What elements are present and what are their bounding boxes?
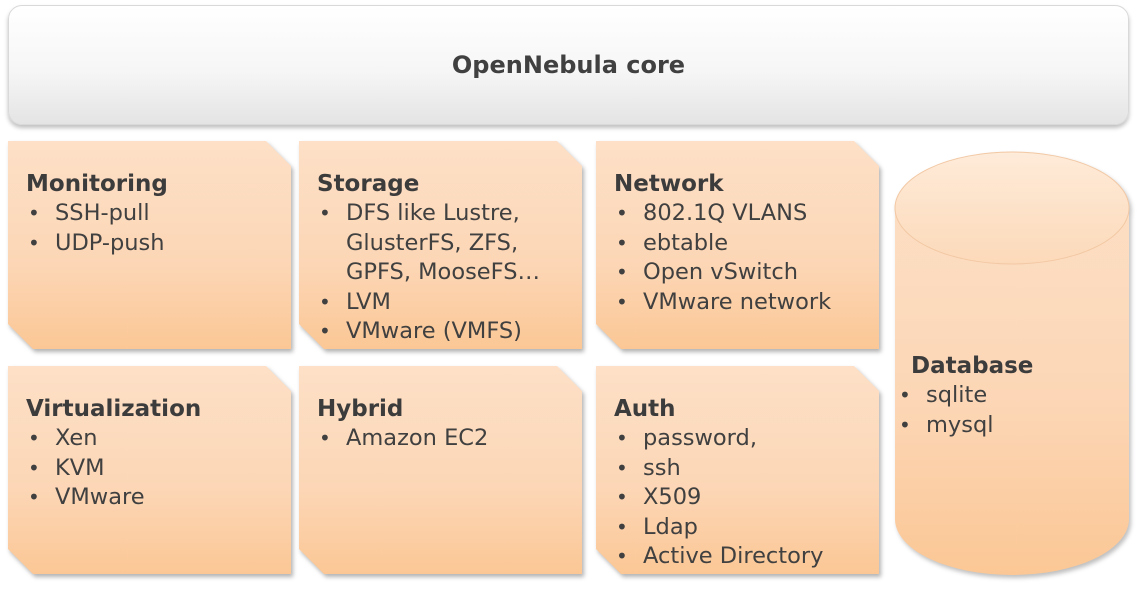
list-item: Ldap (614, 513, 873, 543)
module-title: Network (614, 171, 724, 197)
database-title: Database (911, 353, 1034, 379)
list-item-continuation: GlusterFS, ZFS, (346, 229, 519, 256)
module-title: Virtualization (26, 396, 202, 422)
list-item: KVM (26, 454, 285, 484)
list-item: VMware (26, 483, 285, 513)
module-item-list: 802.1Q VLANS ebtable Open vSwitch VMware… (614, 199, 873, 317)
list-item: SSH-pull (26, 199, 285, 229)
module-title: Hybrid (317, 396, 404, 422)
list-item: password, (614, 424, 873, 454)
database-cylinder: Database sqlite mysql (894, 151, 1130, 576)
core-title: OpenNebula core (451, 51, 686, 79)
list-item: mysql (897, 411, 1033, 441)
list-item: DFS like Lustre, (317, 199, 576, 229)
module-title: Storage (317, 171, 420, 197)
list-item: Open vSwitch (614, 258, 873, 288)
module-box-auth: Auth password, ssh X509 Ldap Active Dire… (596, 366, 879, 574)
database-item-list: sqlite mysql (897, 381, 1033, 440)
list-item: ebtable (614, 229, 873, 259)
list-item: 802.1Q VLANS (614, 199, 873, 229)
module-box-hybrid: Hybrid Amazon EC2 (299, 366, 582, 574)
module-item-list: password, ssh X509 Ldap Active Directory (614, 424, 873, 572)
module-box-storage: Storage DFS like Lustre, GlusterFS, ZFS,… (299, 141, 582, 349)
cylinder-shape (894, 151, 1130, 575)
module-item-list: Xen KVM VMware (26, 424, 285, 513)
list-item: Amazon EC2 (317, 424, 576, 454)
list-item: Active Directory (614, 542, 873, 572)
list-item: UDP-push (26, 229, 285, 259)
module-box-monitoring: Monitoring SSH-pull UDP-push (8, 141, 291, 349)
list-item: VMware (VMFS) (317, 317, 576, 347)
module-item-list: SSH-pull UDP-push (26, 199, 285, 258)
module-box-network: Network 802.1Q VLANS ebtable Open vSwitc… (596, 141, 879, 349)
list-item: sqlite (897, 381, 1033, 411)
list-item: Xen (26, 424, 285, 454)
module-title: Auth (614, 396, 676, 422)
list-item-continuation: GPFS, MooseFS… (346, 259, 540, 285)
list-item: VMware network (614, 288, 873, 318)
list-item: LVM (317, 288, 576, 318)
module-box-virtualization: Virtualization Xen KVM VMware (8, 366, 291, 574)
opennebula-core-box: OpenNebula core (8, 5, 1129, 125)
list-item: ssh (614, 454, 873, 484)
module-item-list: DFS like Lustre, GlusterFS, ZFS, GPFS, M… (317, 199, 576, 347)
module-item-list: Amazon EC2 (317, 424, 576, 454)
module-title: Monitoring (26, 171, 168, 197)
list-item: X509 (614, 483, 873, 513)
